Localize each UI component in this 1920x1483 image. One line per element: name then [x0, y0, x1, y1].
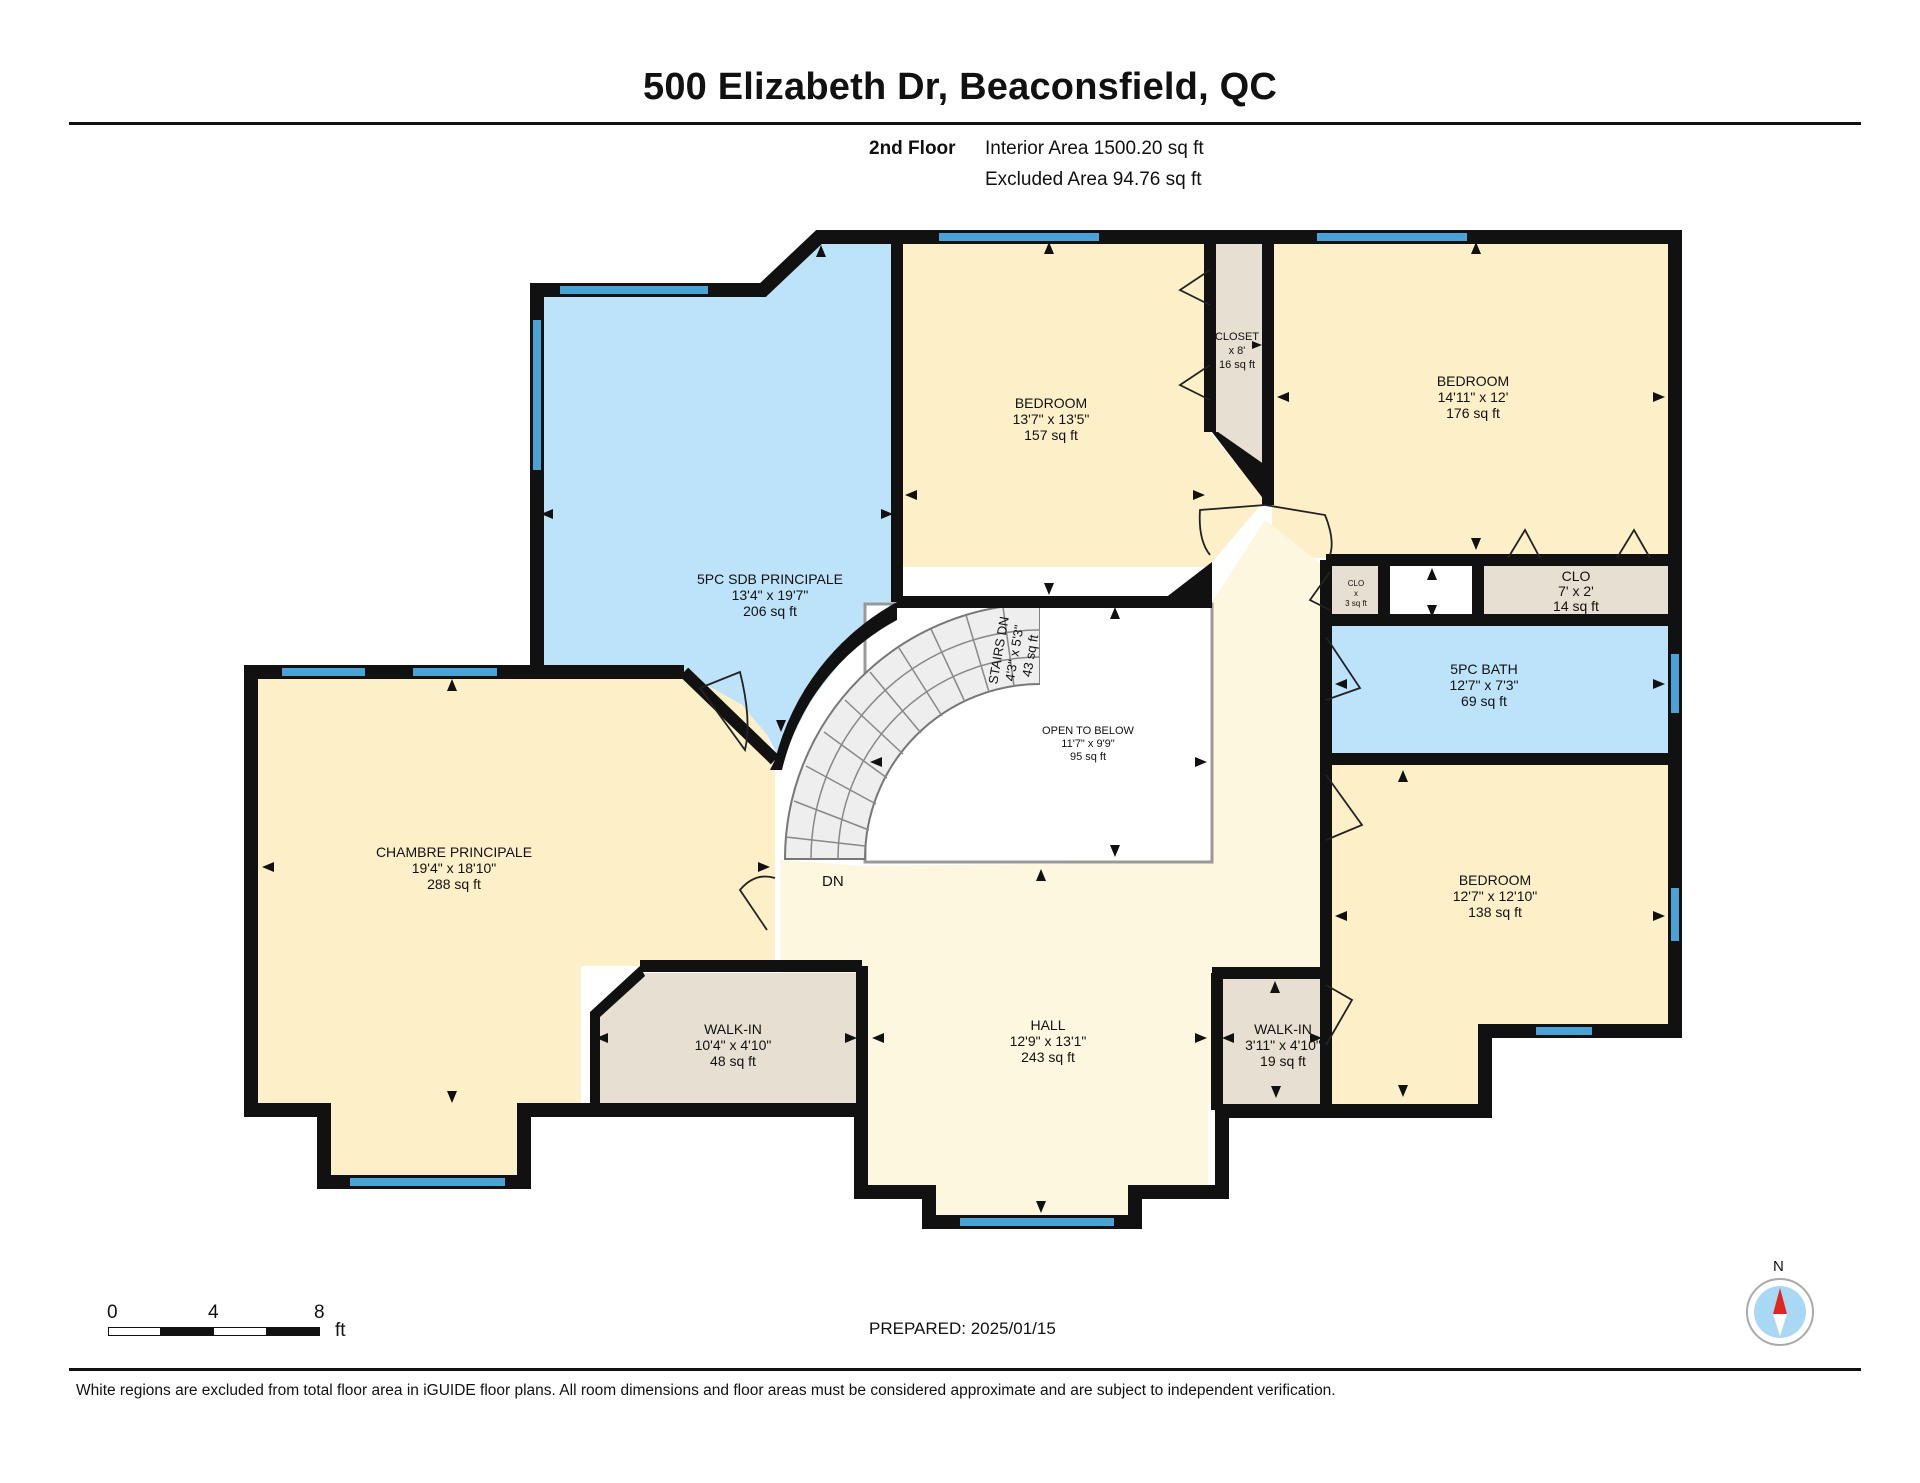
- compass-icon: [1746, 1278, 1814, 1346]
- room-dims-chambre-principale: 19'4" x 18'10": [412, 860, 497, 876]
- title-divider: [69, 122, 1861, 125]
- room-fill-bedroom-2: [1272, 237, 1669, 558]
- room-fill-clo: [1478, 566, 1669, 618]
- room-dims-open-to-below: 11'7" x 9'9": [1061, 738, 1114, 750]
- room-fill-sdb-principale: [537, 237, 897, 760]
- scale-tick-8: 8: [314, 1302, 325, 1323]
- room-dims-clo: 7' x 2': [1558, 583, 1594, 599]
- room-fill-walkin-1: [590, 973, 862, 1104]
- footer-divider: [69, 1368, 1861, 1371]
- room-area-bedroom-2: 176 sq ft: [1446, 405, 1500, 421]
- room-area-walkin-1: 48 sq ft: [710, 1053, 756, 1069]
- scale-segment: [160, 1327, 214, 1336]
- room-fill-bedroom-1: [902, 237, 1265, 567]
- room-dims-hall: 12'9" x 13'1": [1010, 1033, 1087, 1049]
- room-label-open-to-below: OPEN TO BELOW: [1042, 725, 1135, 737]
- room-fill-clo-small: [1331, 566, 1382, 619]
- room-area-walkin-2: 19 sq ft: [1260, 1053, 1306, 1069]
- room-dims-walkin-1: 10'4" x 4'10": [695, 1037, 772, 1053]
- room-area-open-to-below: 95 sq ft: [1070, 751, 1106, 763]
- room-label-bedroom-3: BEDROOM: [1459, 872, 1531, 888]
- room-dims-walkin-2: 3'11" x 4'10": [1245, 1037, 1321, 1053]
- room-fill-walkin-2: [1217, 978, 1326, 1104]
- room-fill-bedroom-3: [1331, 763, 1669, 1104]
- stairs: [783, 602, 1040, 860]
- room-area-stairs: 43 sq ft: [1019, 633, 1041, 678]
- scale-unit: ft: [335, 1320, 346, 1341]
- room-area-closet: 16 sq ft: [1219, 359, 1255, 371]
- room-dims-clo-small: x: [1354, 589, 1358, 598]
- scale-bar: 0 4 8 ft: [107, 1302, 347, 1352]
- door-swings: [698, 269, 1651, 1046]
- room-area-clo-small: 3 sq ft: [1345, 599, 1368, 608]
- room-dims-closet: x 8': [1229, 345, 1246, 357]
- room-area-sdb-principale: 206 sq ft: [743, 603, 797, 619]
- scale-segment: [108, 1327, 161, 1336]
- stairs-dn-label: DN: [822, 873, 844, 890]
- room-label-hall: HALL: [1030, 1017, 1065, 1033]
- room-fill-5pc-bath: [1331, 625, 1669, 755]
- room-dims-bedroom-1: 13'7" x 13'5": [1013, 411, 1090, 427]
- room-label-clo-small: CLO: [1348, 579, 1364, 588]
- floor-name: 2nd Floor: [869, 138, 956, 159]
- interior-walls: [640, 237, 1675, 1110]
- room-label-chambre-principale: CHAMBRE PRINCIPALE: [376, 844, 532, 860]
- scale-tick-4: 4: [208, 1302, 219, 1323]
- compass-north-label: N: [1773, 1258, 1784, 1275]
- room-label-sdb-principale: 5PC SDB PRINCIPALE: [697, 571, 843, 587]
- disclaimer-footnote: White regions are excluded from total fl…: [76, 1382, 1336, 1399]
- page-title: 500 Elizabeth Dr, Beaconsfield, QC: [642, 66, 1277, 108]
- room-label-bedroom-1: BEDROOM: [1015, 395, 1087, 411]
- north-compass: N: [1742, 1258, 1818, 1348]
- dimension-arrows: [262, 242, 1665, 1213]
- interior-area: Interior Area 1500.20 sq ft: [985, 138, 1204, 159]
- room-label-closet: CLOSET: [1215, 331, 1259, 343]
- room-dims-bedroom-3: 12'7" x 12'10": [1453, 888, 1538, 904]
- room-area-chambre-principale: 288 sq ft: [427, 876, 481, 892]
- room-fill-hall: [780, 520, 1326, 1215]
- windows: [282, 233, 1679, 1226]
- room-fill-chambre-principale: [258, 672, 775, 1176]
- room-dims-sdb-principale: 13'4" x 19'7": [732, 587, 809, 603]
- room-fill-closet: [1212, 237, 1265, 467]
- prepared-date: PREPARED: 2025/01/15: [869, 1319, 1056, 1338]
- room-dims-bedroom-2: 14'11" x 12': [1438, 389, 1509, 405]
- room-area-bedroom-1: 157 sq ft: [1024, 427, 1078, 443]
- room-label-walkin-2: WALK-IN: [1254, 1021, 1312, 1037]
- room-label-5pc-bath: 5PC BATH: [1450, 661, 1517, 677]
- room-label-walkin-1: WALK-IN: [704, 1021, 762, 1037]
- room-label-clo: CLO: [1562, 568, 1591, 584]
- room-area-hall: 243 sq ft: [1021, 1049, 1075, 1065]
- room-area-5pc-bath: 69 sq ft: [1461, 693, 1507, 709]
- room-label-bedroom-2: BEDROOM: [1437, 373, 1509, 389]
- scale-segment: [213, 1327, 267, 1336]
- room-area-bedroom-3: 138 sq ft: [1468, 904, 1522, 920]
- room-dims-5pc-bath: 12'7" x 7'3": [1450, 677, 1519, 693]
- scale-tick-0: 0: [107, 1302, 118, 1323]
- excluded-area: Excluded Area 94.76 sq ft: [985, 169, 1202, 190]
- scale-segment: [266, 1327, 320, 1336]
- room-area-clo: 14 sq ft: [1553, 598, 1599, 614]
